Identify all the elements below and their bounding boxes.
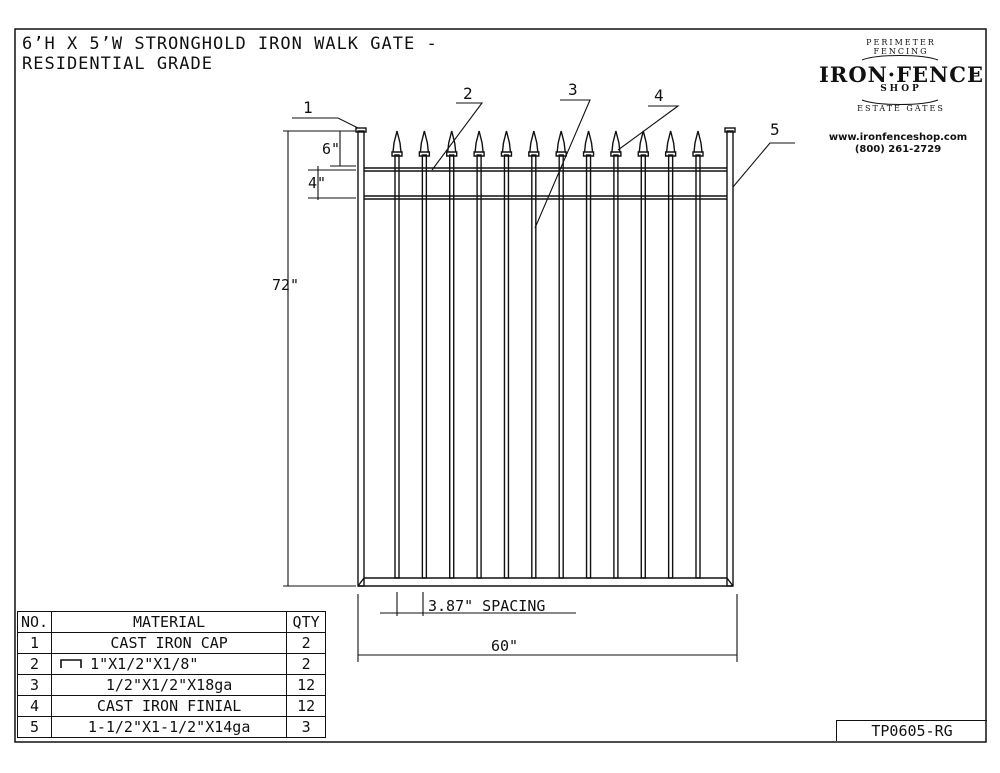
finial [528,130,540,157]
finial [500,130,513,157]
bom-material: 1-1/2"X1-1/2"X14ga [51,716,288,738]
logo-url: www.ironfenceshop.com [828,132,968,143]
bom-no: 3 [16,674,53,696]
bom-material: 1"X1/2"X1/8" [90,655,199,673]
logo-ornament [822,55,978,105]
drawing-title-line-1: 6’H X 5’W STRONGHOLD IRON WALK GATE - [22,34,438,54]
post-cap [355,127,367,133]
logo-shop-text: SHOP [880,84,922,94]
right-post [726,130,734,587]
callout-1: 1 [303,98,313,117]
finial [418,130,431,157]
logo-wordmark: IRON·FENCE [819,62,984,87]
bom-row: 2 1"X1/2"X1/8" 2 [16,653,327,675]
leader-1 [292,117,359,129]
bottom-rail-corner [726,577,734,587]
bom-no: 2 [16,653,53,675]
picket [449,154,455,579]
picket [695,154,701,579]
bill-of-materials: NO. MATERIAL QTY 1 CAST IRON CAP 2 2 1"X… [16,611,327,738]
callout-5: 5 [770,120,780,139]
bom-no: 1 [16,632,53,654]
bom-header-row: NO. MATERIAL QTY [16,611,327,633]
bom-qty: 12 [286,695,327,717]
dimension-lines [283,130,738,662]
picket [613,154,619,579]
callout-4: 4 [654,86,664,105]
drawing-number: TP0605-RG [836,720,987,741]
picket [476,154,482,579]
bom-row: 1 CAST IRON CAP 2 [16,632,327,654]
bom-qty: 12 [286,674,327,696]
picket [531,154,537,579]
callout-2: 2 [463,84,473,103]
finial [391,130,403,157]
gate-elevation [355,127,736,587]
leader-2 [431,102,484,171]
finial [637,130,649,157]
bom-no: 4 [16,695,53,717]
bom-row: 3 1/2"X1/2"X18ga 12 [16,674,327,696]
finial [610,130,622,157]
bom-header-qty: QTY [286,611,327,633]
picket [558,154,564,579]
bom-row: 4 CAST IRON FINIAL 12 [16,695,327,717]
logo-arc-top-text: PERIMETER FENCING [866,38,936,56]
leader-5 [732,142,795,188]
bom-material-cell: 1"X1/2"X1/8" [51,653,288,675]
picket [640,154,646,579]
bom-row: 5 1-1/2"X1-1/2"X14ga 3 [16,716,327,738]
dim-overall-width: 60" [491,637,519,655]
bom-header-no: NO. [16,611,53,633]
finial [473,130,485,157]
bom-no: 5 [16,716,53,738]
leader-4 [617,105,680,151]
finial [664,130,677,157]
dim-rail-spacing: 4" [308,174,327,192]
picket [421,154,428,579]
dim-finial-height: 6" [322,140,341,158]
picket [585,154,592,579]
picket [667,154,674,579]
finial [555,130,567,157]
finial [582,130,595,157]
picket [394,154,400,579]
dim-picket-spacing: 3.87" SPACING [428,597,546,615]
callout-3: 3 [568,80,578,99]
drawing-title-line-2: RESIDENTIAL GRADE [22,54,213,74]
post-cap [724,127,736,133]
logo-phone: (800) 261-2729 [854,144,942,155]
bom-qty: 2 [286,632,327,654]
dim-overall-height: 72" [272,276,300,294]
logo-arc-bottom-text: ESTATE GATES [857,104,945,113]
bom-qty: 3 [286,716,327,738]
leader-3 [534,99,591,229]
left-post [357,130,365,587]
bom-material: CAST IRON FINIAL [51,695,288,717]
finial [692,130,704,157]
bom-material: 1/2"X1/2"X18ga [51,674,288,696]
bom-header-material: MATERIAL [51,611,288,633]
bom-qty: 2 [286,653,327,675]
channel-icon [60,659,82,668]
bottom-rail-corner [357,577,365,587]
bom-material: CAST IRON CAP [51,632,288,654]
picket [503,154,510,579]
callout-leaders [292,99,795,229]
sheet-border [14,28,987,743]
